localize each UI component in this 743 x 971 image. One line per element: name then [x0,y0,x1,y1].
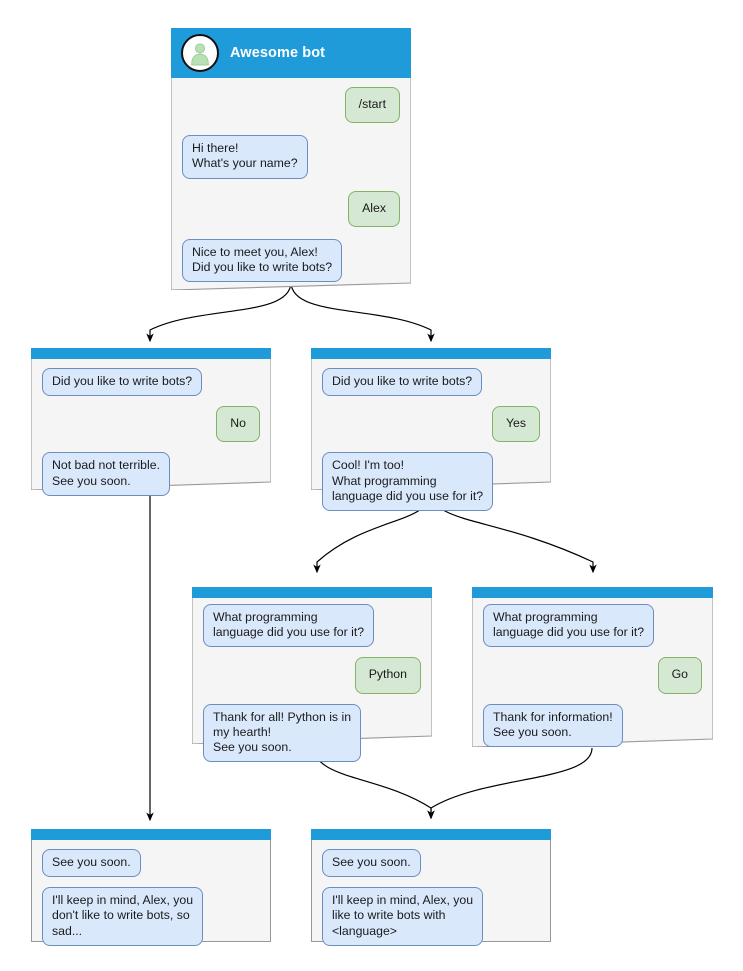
chat-transcript: What programming language did you use fo… [472,595,713,748]
message-row: Python [203,657,421,694]
bot-message-bubble[interactable]: Not bad not terrible. See you soon. [42,452,171,496]
chat-transcript: See you soon. I'll keep in mind, Alex, y… [31,840,271,946]
message-row: Not bad not terrible. See you soon. [42,452,260,496]
message-row: Thank for all! Python is in my hearth! S… [203,703,421,763]
user-message-bubble[interactable]: Yes [491,406,540,443]
message-row: Did you like to write bots? [322,368,540,397]
message-row: See you soon. [322,849,540,878]
message-row: Yes [322,406,540,443]
chat-transcript: Did you like to write bots? Yes Cool! I'… [311,359,551,512]
message-row: Nice to meet you, Alex! Did you like to … [182,238,400,283]
user-message-bubble[interactable]: Go [657,657,702,694]
message-row: Hi there! What's your name? [182,135,400,179]
message-row: Thank for information! See you soon. [483,703,702,748]
message-row: What programming language did you use fo… [203,604,421,648]
bot-message-bubble[interactable]: What programming language did you use fo… [203,604,375,648]
bot-message-bubble[interactable]: See you soon. [322,849,421,878]
node-answer-yes-screen[interactable]: Did you like to write bots? Yes Cool! I'… [311,348,551,512]
node-answer-no-screen[interactable]: Did you like to write bots? No Not bad n… [31,348,271,496]
message-row: I'll keep in mind, Alex, you don't like … [42,887,260,946]
bot-message-bubble[interactable]: What programming language did you use fo… [483,604,655,648]
bot-message-bubble[interactable]: Did you like to write bots? [322,368,483,397]
edge-root-to-no [146,281,292,343]
bot-title: Awesome bot [230,45,326,61]
message-row: I'll keep in mind, Alex, you like to wri… [322,887,540,946]
node-header-bar [31,829,271,840]
bot-message-bubble[interactable]: Cool! I'm too! What programming language… [322,452,494,512]
chat-transcript: Did you like to write bots? No Not bad n… [31,359,271,496]
bot-message-bubble[interactable]: I'll keep in mind, Alex, you like to wri… [322,887,484,946]
chat-transcript: /start Hi there! What's your name? Alex … [171,78,411,283]
message-row: No [42,406,260,443]
bot-message-bubble[interactable]: Did you like to write bots? [42,368,203,397]
message-row: Did you like to write bots? [42,368,260,397]
message-row: See you soon. [42,849,260,878]
message-row: Alex [182,190,400,227]
bot-message-bubble[interactable]: I'll keep in mind, Alex, you don't like … [42,887,204,946]
user-message-bubble[interactable]: Alex [348,190,400,227]
node-header-bar [311,829,551,840]
person-avatar-icon [181,34,219,72]
node-end-yes-screen[interactable]: See you soon. I'll keep in mind, Alex, y… [311,829,551,946]
chat-transcript: See you soon. I'll keep in mind, Alex, y… [311,840,551,946]
bot-message-bubble[interactable]: Nice to meet you, Alex! Did you like to … [182,238,343,283]
node-start-screen[interactable]: Awesome bot /start Hi there! What's your… [171,28,411,290]
chat-transcript: What programming language did you use fo… [192,595,432,763]
user-message-bubble[interactable]: Python [354,657,421,694]
user-message-bubble[interactable]: /start [344,87,400,124]
message-row: What programming language did you use fo… [483,604,702,648]
node-answer-python-screen[interactable]: What programming language did you use fo… [192,587,432,763]
user-message-bubble[interactable]: No [216,406,260,443]
bot-message-bubble[interactable]: Hi there! What's your name? [182,135,308,179]
node-answer-go-screen[interactable]: What programming language did you use fo… [472,587,713,748]
bot-message-bubble[interactable]: Thank for all! Python is in my hearth! S… [203,703,362,763]
node-header-bar: Awesome bot [171,28,411,78]
edge-go-to-end-yes [427,747,593,820]
edge-root-to-yes [290,281,435,343]
message-row: Cool! I'm too! What programming language… [322,452,540,512]
message-row: Go [483,657,702,694]
bot-message-bubble[interactable]: See you soon. [42,849,141,878]
bot-message-bubble[interactable]: Thank for information! See you soon. [483,703,623,748]
node-end-no-screen[interactable]: See you soon. I'll keep in mind, Alex, y… [31,829,271,946]
message-row: /start [182,87,400,124]
